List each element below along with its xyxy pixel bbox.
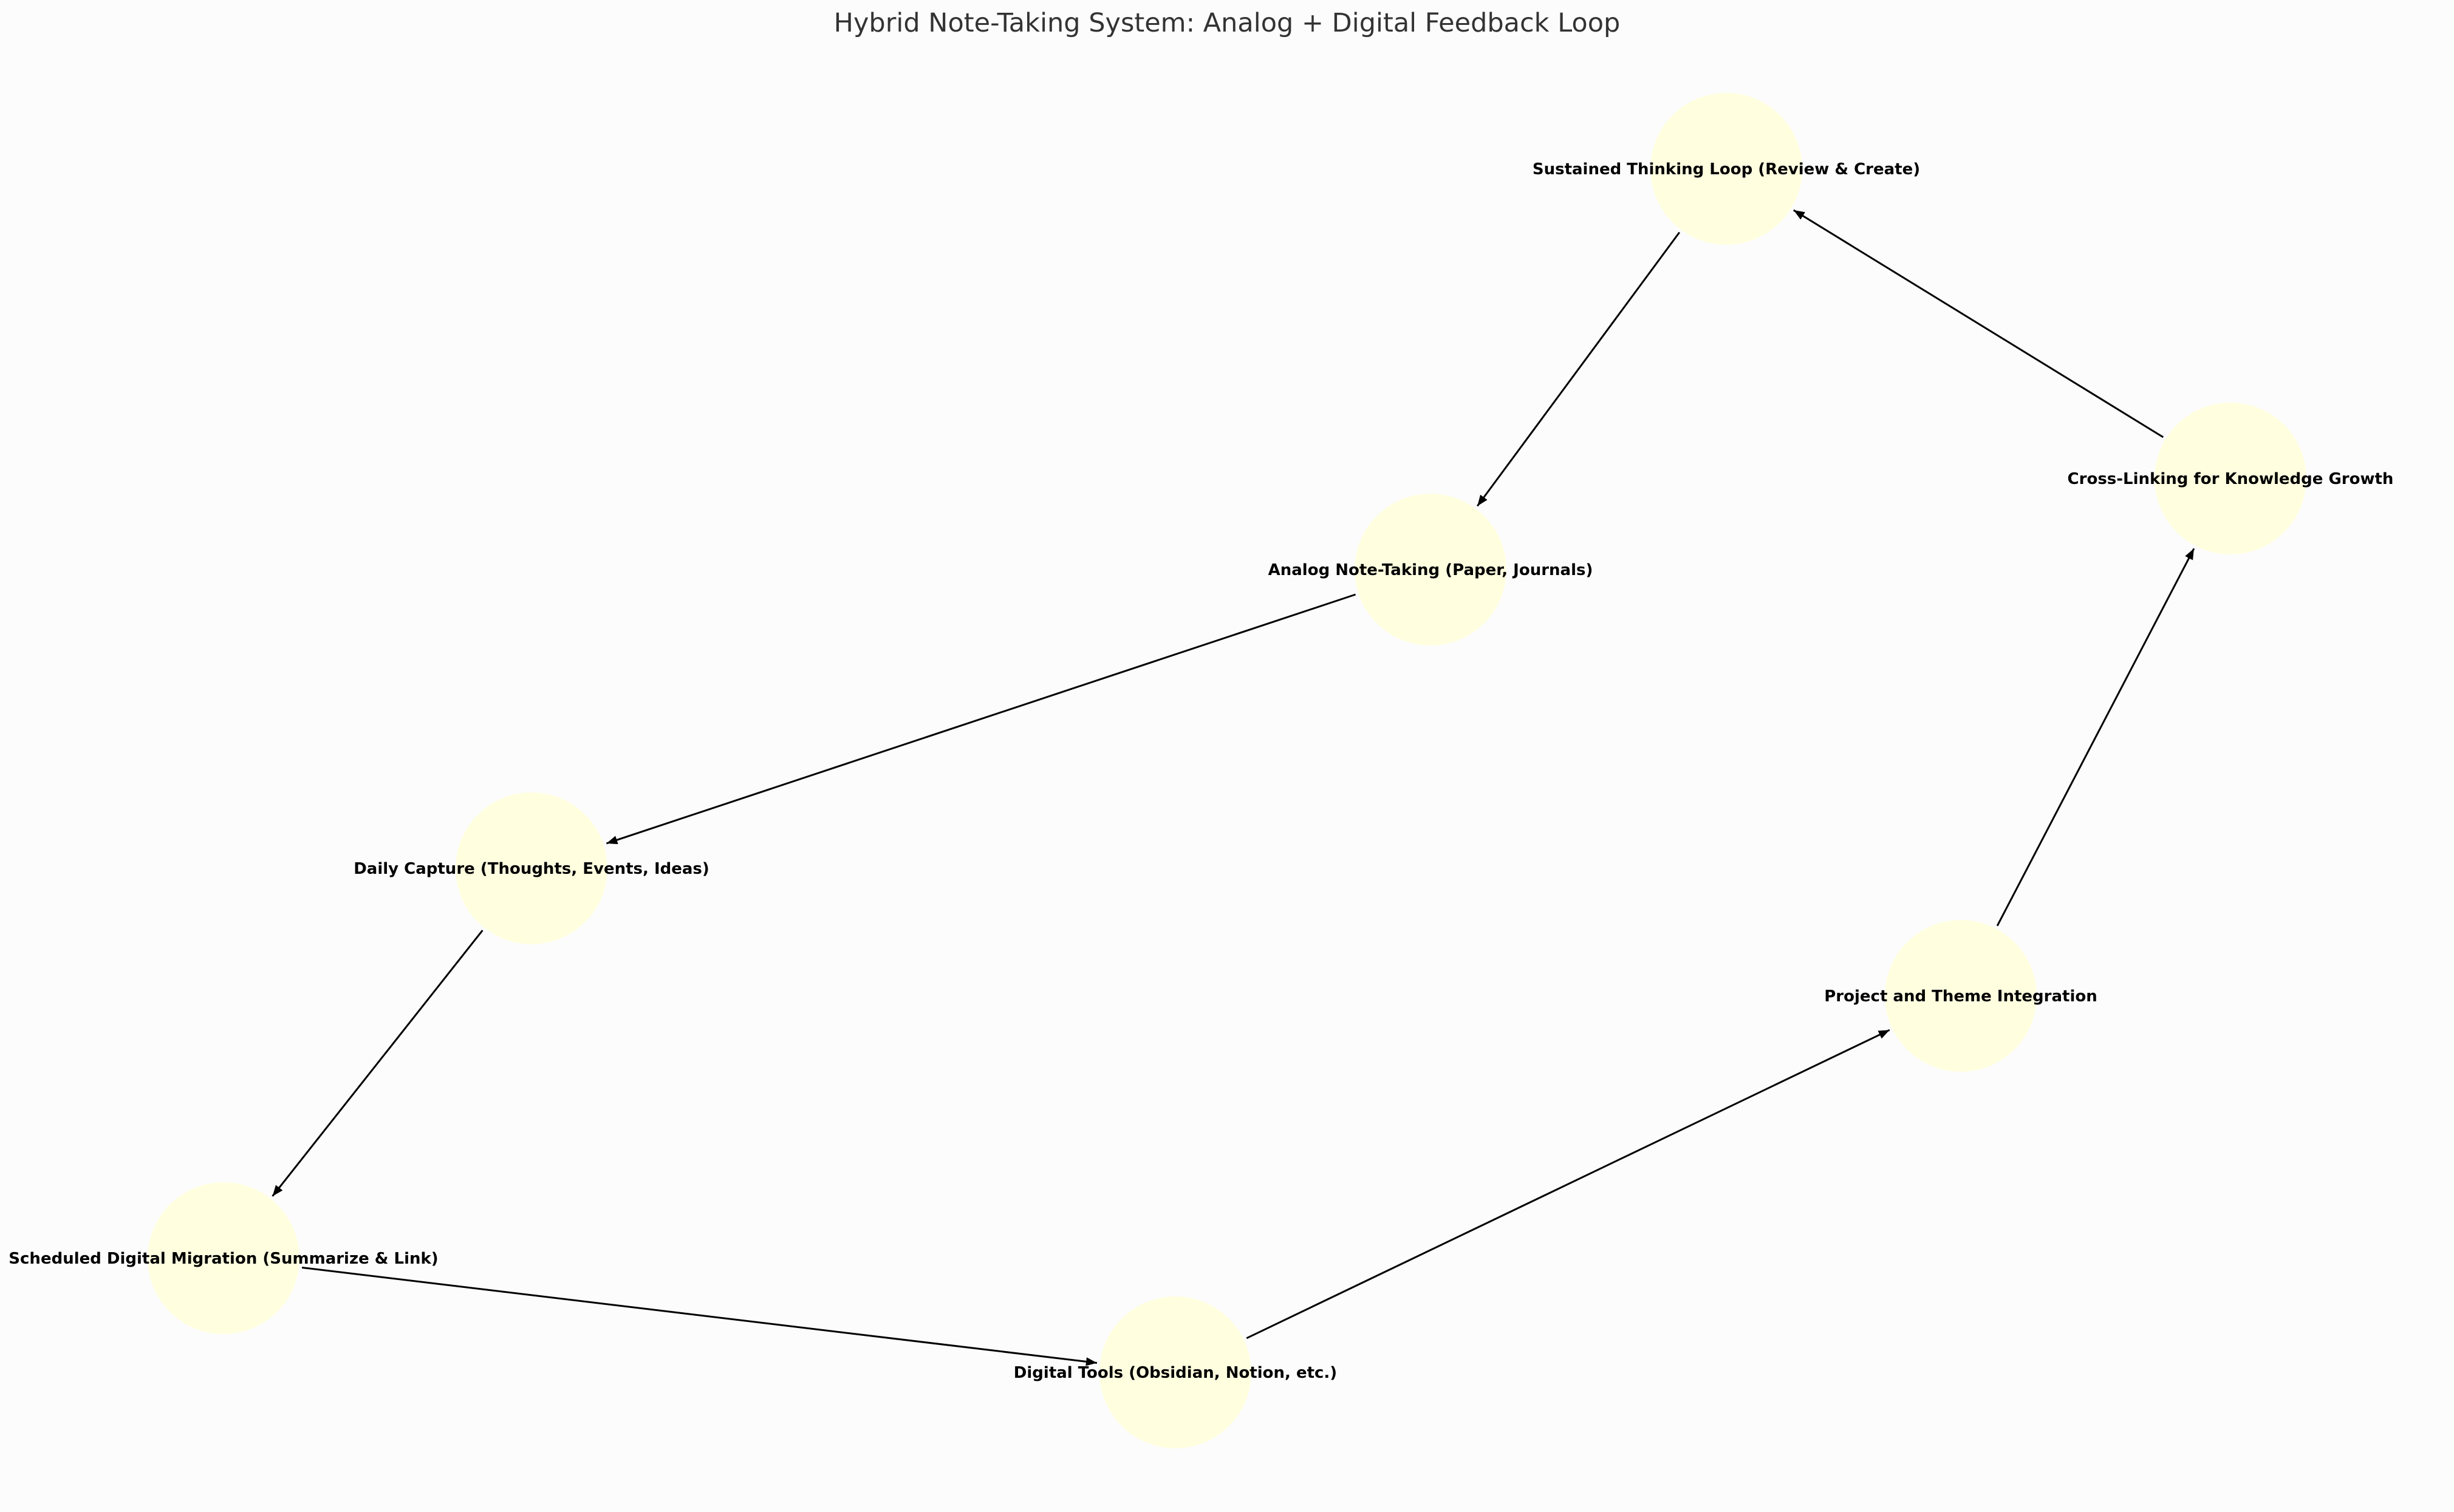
node-crosslink[interactable]: Cross-Linking for Knowledge Growth [2068, 403, 2394, 554]
node-label: Project and Theme Integration [1824, 987, 2097, 1006]
node-label: Daily Capture (Thoughts, Events, Ideas) [354, 860, 709, 878]
node-circle [2155, 403, 2306, 554]
edge-sustained-to-analog [1476, 231, 1681, 507]
node-label: Scheduled Digital Migration (Summarize &… [9, 1250, 438, 1268]
edge-migration-to-digital [301, 1266, 1098, 1366]
diagram-title: Hybrid Note-Taking System: Analog + Digi… [834, 8, 1621, 38]
edge-daily-to-migration [272, 930, 484, 1197]
node-circle [1355, 494, 1506, 645]
node-migration[interactable]: Scheduled Digital Migration (Summarize &… [9, 1182, 439, 1334]
edge-crosslink-to-sustained [1793, 209, 2164, 438]
node-circle [1650, 93, 1802, 245]
edges-layer [272, 209, 2195, 1366]
edge-project-to-crosslink [1996, 548, 2195, 927]
node-circle [148, 1182, 299, 1334]
node-project[interactable]: Project and Theme Integration [1824, 920, 2097, 1072]
node-label: Analog Note-Taking (Paper, Journals) [1268, 561, 1593, 579]
node-label: Cross-Linking for Knowledge Growth [2068, 470, 2394, 488]
node-circle [1885, 920, 2037, 1072]
edge-digital-to-project [1246, 1029, 1890, 1340]
nodes-layer: Sustained Thinking Loop (Review & Create… [9, 93, 2393, 1448]
node-digital[interactable]: Digital Tools (Obsidian, Notion, etc.) [1014, 1296, 1337, 1448]
node-daily[interactable]: Daily Capture (Thoughts, Events, Ideas) [354, 792, 709, 944]
node-analog[interactable]: Analog Note-Taking (Paper, Journals) [1268, 494, 1593, 645]
node-label: Sustained Thinking Loop (Review & Create… [1533, 160, 1920, 179]
node-circle [1099, 1296, 1251, 1448]
edge-analog-to-daily [606, 593, 1356, 845]
node-label: Digital Tools (Obsidian, Notion, etc.) [1014, 1364, 1337, 1382]
node-sustained[interactable]: Sustained Thinking Loop (Review & Create… [1533, 93, 1920, 245]
node-circle [456, 792, 607, 944]
